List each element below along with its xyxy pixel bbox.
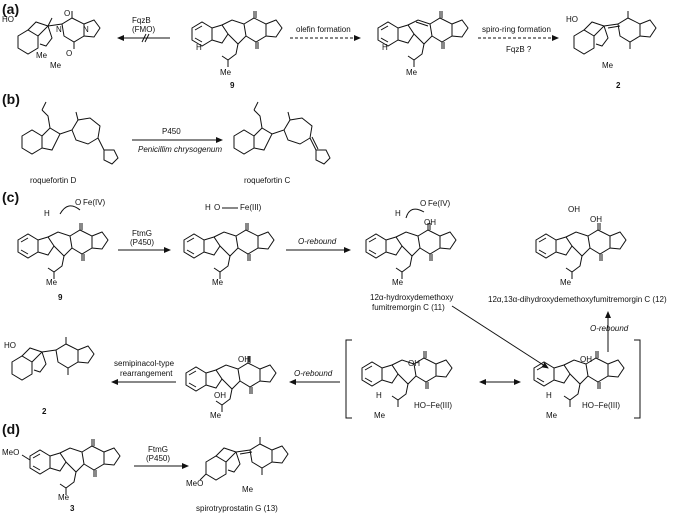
compound-9-structure bbox=[191, 10, 283, 68]
compound-9-c-structure bbox=[17, 222, 109, 280]
electron-arrow bbox=[405, 208, 425, 219]
compound-11-structure bbox=[365, 222, 457, 280]
atom-label: Me bbox=[210, 411, 222, 420]
p450-label: P450 bbox=[162, 127, 181, 136]
p450-label-d: (P450) bbox=[146, 454, 170, 463]
atom-label: O bbox=[64, 9, 70, 18]
ho-fe-iii-label-2: HO−Fe(III) bbox=[582, 401, 620, 410]
atom-label: HO bbox=[2, 15, 14, 24]
atom-label: OH bbox=[408, 359, 420, 368]
electron-arrow bbox=[59, 205, 81, 215]
meo-label-13: MeO bbox=[186, 479, 203, 488]
panel-c-label: (c) bbox=[2, 189, 19, 205]
compound-3-structure bbox=[29, 438, 121, 496]
atom-label: O bbox=[75, 198, 81, 207]
fqzb-question-label: FqzB ? bbox=[506, 45, 532, 54]
atom-label: Me bbox=[212, 278, 224, 287]
atom-label: O bbox=[214, 203, 220, 212]
compound-2-structure bbox=[573, 11, 657, 55]
panel-a-label: (a) bbox=[2, 1, 19, 17]
atom-label: HO bbox=[4, 341, 16, 350]
atom-label: Me bbox=[546, 411, 558, 420]
atom-label: H bbox=[196, 43, 202, 52]
organism-label: Penicillim chrysogenum bbox=[138, 145, 222, 154]
atom-label: Me bbox=[374, 411, 386, 420]
atom-label: H bbox=[44, 209, 50, 218]
compound-2-number: 2 bbox=[616, 81, 621, 90]
bracket-left bbox=[345, 339, 352, 419]
atom-label: OH bbox=[580, 355, 592, 364]
enzyme-fmo-label: (FMO) bbox=[132, 25, 155, 34]
compound-2-c-number: 2 bbox=[42, 407, 47, 416]
enzyme-fqzb-label: FqzB bbox=[132, 16, 151, 25]
compound-13-structure bbox=[199, 437, 289, 481]
meo-label-3: MeO bbox=[2, 448, 19, 457]
atom-label: OH bbox=[590, 215, 602, 224]
atom-label: Me bbox=[46, 278, 58, 287]
fe-iv-label-2: Fe(IV) bbox=[428, 199, 451, 208]
roquefortin-c-structure bbox=[233, 101, 331, 165]
fe-iii-label: Fe(III) bbox=[240, 203, 262, 212]
atom-label: Me bbox=[392, 278, 404, 287]
bracket-right bbox=[634, 339, 641, 419]
compound-12-name: 12α,13α-dihydroxydemethoxyfumitremorgin … bbox=[488, 295, 667, 304]
olefin-formation-label: olefin formation bbox=[296, 25, 351, 34]
atom-label: Me bbox=[602, 61, 614, 70]
atom-label: OH bbox=[214, 391, 226, 400]
atom-label: Me bbox=[220, 68, 232, 77]
atom-label: Me bbox=[50, 61, 62, 70]
atom-label: H bbox=[205, 203, 211, 212]
semipinacol-label-2: rearrangement bbox=[120, 369, 173, 378]
semipinacol-label-1: semipinacol-type bbox=[114, 359, 175, 368]
arrow-11-to-cation bbox=[451, 305, 549, 369]
panel-b-label: (b) bbox=[2, 91, 20, 107]
atom-label: Me bbox=[406, 68, 418, 77]
atom-label: OH bbox=[424, 218, 436, 227]
atom-label: N bbox=[56, 25, 62, 34]
compound-11-name-1: 12α-hydroxydemethoxy bbox=[370, 293, 453, 302]
ho-fe-iii-label-1: HO−Fe(III) bbox=[414, 401, 452, 410]
atom-label: OH bbox=[238, 355, 250, 364]
compound-13-name: spirotryprostatin G (13) bbox=[196, 504, 278, 513]
atom-label: O bbox=[420, 199, 426, 208]
atom-label: N bbox=[83, 25, 89, 34]
atom-label: H bbox=[395, 209, 401, 218]
atom-label: Me bbox=[36, 51, 48, 60]
atom-label: H bbox=[382, 43, 388, 52]
dehydro-intermediate-structure bbox=[377, 10, 469, 68]
atom-label: Me bbox=[242, 485, 254, 494]
atom-label: Me bbox=[560, 278, 572, 287]
atom-label: O bbox=[66, 49, 72, 58]
spiro-formation-label: spiro-ring formation bbox=[482, 25, 551, 34]
roquefortin-d-structure bbox=[21, 101, 119, 165]
atom-label: H bbox=[546, 391, 552, 400]
ftmg-label-d: FtmG bbox=[148, 445, 168, 454]
o-rebound-label-2: O-rebound bbox=[294, 369, 333, 378]
compound-11-name-2: fumitremorgin C (11) bbox=[372, 303, 445, 312]
atom-label: Me bbox=[58, 493, 70, 502]
ftmg-label-c: FtmG bbox=[132, 229, 152, 238]
atom-label: OH bbox=[568, 205, 580, 214]
fe-iv-label: Fe(IV) bbox=[83, 198, 106, 207]
o-rebound-label-3: O-rebound bbox=[590, 324, 629, 333]
roquefortin-d-name: roquefortin D bbox=[30, 176, 76, 185]
atom-label: HO bbox=[566, 15, 578, 24]
p450-label-c: (P450) bbox=[130, 238, 154, 247]
compound-9-number: 9 bbox=[230, 81, 235, 90]
panel-d-label: (d) bbox=[2, 421, 20, 437]
compound-12-structure bbox=[535, 222, 627, 280]
atom-label: H bbox=[376, 391, 382, 400]
spiro-product-left bbox=[17, 11, 101, 55]
compound-9-c-number: 9 bbox=[58, 293, 63, 302]
o-rebound-label-1: O-rebound bbox=[298, 237, 337, 246]
roquefortin-c-name: roquefortin C bbox=[244, 176, 290, 185]
compound-3-number: 3 bbox=[70, 504, 75, 513]
hydroxy-intermediate-structure bbox=[185, 355, 277, 413]
radical-intermediate-structure bbox=[183, 222, 275, 280]
compound-2-c-structure bbox=[11, 337, 95, 381]
